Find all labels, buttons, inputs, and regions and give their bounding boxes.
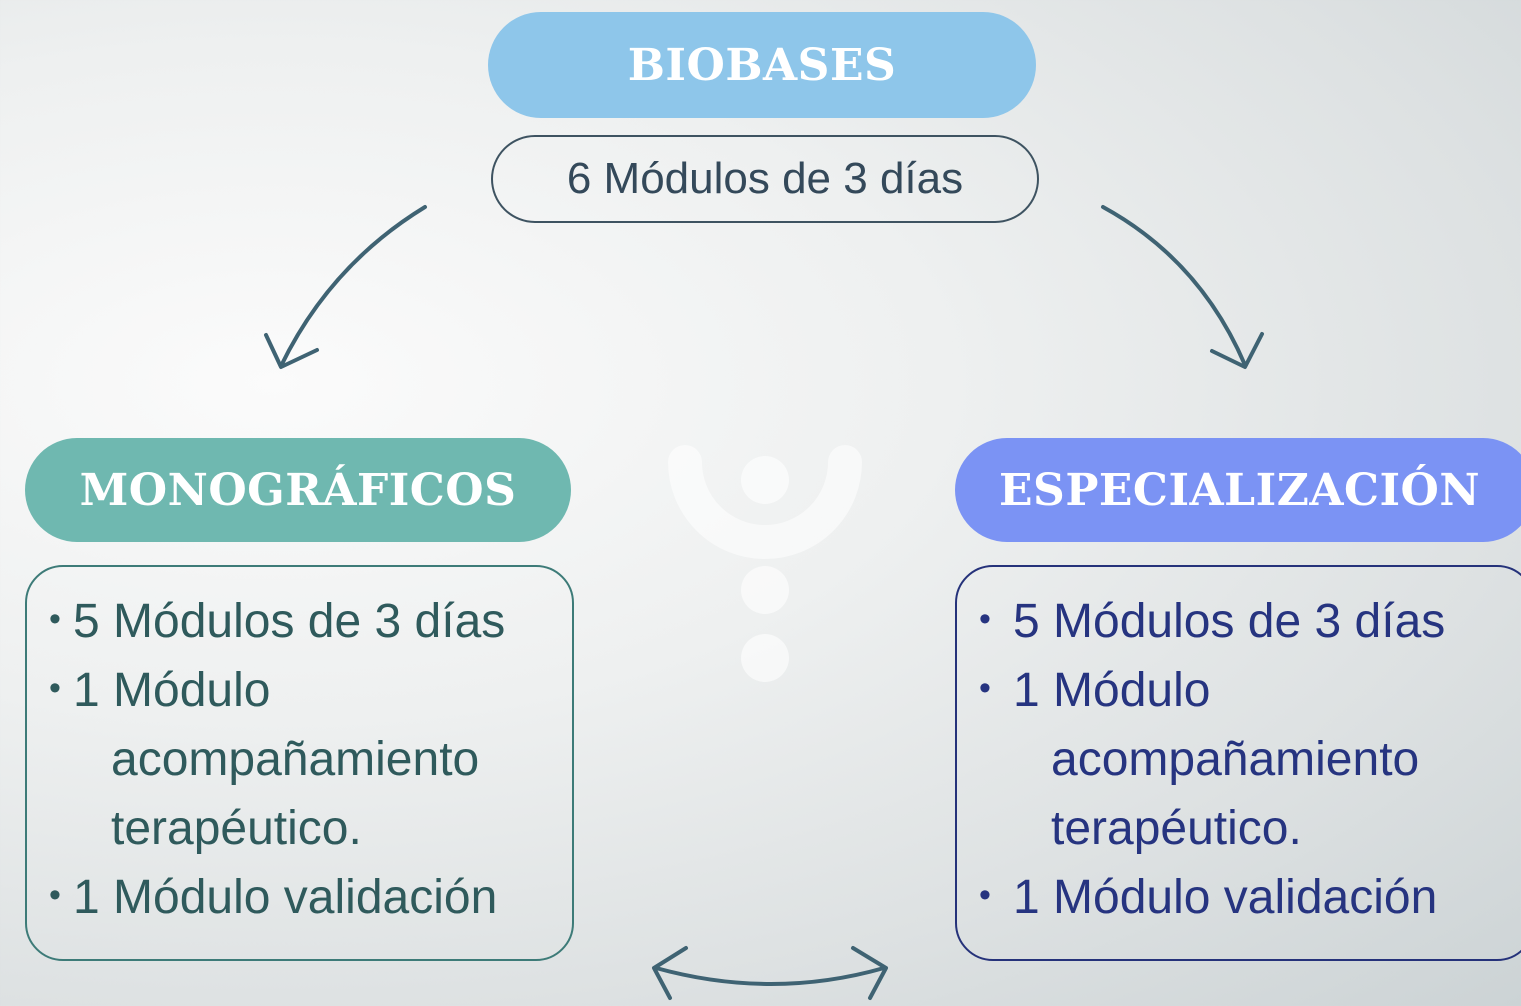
biobases-title: BIOBASES: [488, 12, 1036, 118]
list-item-text: 1 Módulo: [1013, 664, 1211, 717]
list-item-text: terapéutico.: [1051, 802, 1302, 855]
list-item-text: 1 Módulo validación: [1013, 871, 1438, 924]
list-item-text: 5 Módulos de 3 días: [73, 595, 506, 648]
list-item: 5 Módulos de 3 días: [977, 587, 1521, 656]
especializacion-list-box: 5 Módulos de 3 días 1 Módulo acompañamie…: [955, 565, 1521, 961]
list-item-text: 5 Módulos de 3 días: [1013, 595, 1446, 648]
list-item: 1 Módulo acompañamiento terapéutico.: [977, 656, 1521, 863]
list-item-text: terapéutico.: [111, 802, 362, 855]
list-item: 1 Módulo validación: [977, 863, 1521, 932]
bidirectional-arrow-right-head: [851, 946, 888, 1000]
arrow-head-right: [1210, 332, 1264, 369]
logo-head-dot: [741, 456, 789, 504]
especializacion-title: ESPECIALIZACIÓN: [955, 438, 1521, 542]
especializacion-list: 5 Módulos de 3 días 1 Módulo acompañamie…: [977, 587, 1521, 932]
arrow-to-monograficos: [279, 205, 427, 368]
list-item-text: 1 Módulo validación: [73, 871, 498, 924]
arrow-to-especializacion: [1101, 205, 1247, 367]
list-item-text: 1 Módulo: [73, 664, 271, 717]
logo-bottom-dot: [741, 634, 789, 682]
list-item-text: acompañamiento: [1051, 733, 1420, 786]
logo-middle-dot: [741, 566, 789, 614]
biobases-subtitle: 6 Módulos de 3 días: [491, 135, 1039, 223]
bidirectional-arrow: [654, 966, 886, 986]
monograficos-title: MONOGRÁFICOS: [25, 438, 571, 542]
list-item: 1 Módulo acompañamiento terapéutico.: [47, 656, 572, 863]
list-item: 1 Módulo validación: [47, 863, 572, 932]
bidirectional-arrow-left-head: [652, 946, 688, 1000]
arrow-head-left: [264, 333, 319, 369]
list-item: 5 Módulos de 3 días: [47, 587, 572, 656]
list-item-text: acompañamiento: [111, 733, 480, 786]
monograficos-list-box: 5 Módulos de 3 días 1 Módulo acompañamie…: [25, 565, 574, 961]
monograficos-list: 5 Módulos de 3 días 1 Módulo acompañamie…: [47, 587, 572, 932]
logo-cup-shape: [668, 445, 862, 559]
